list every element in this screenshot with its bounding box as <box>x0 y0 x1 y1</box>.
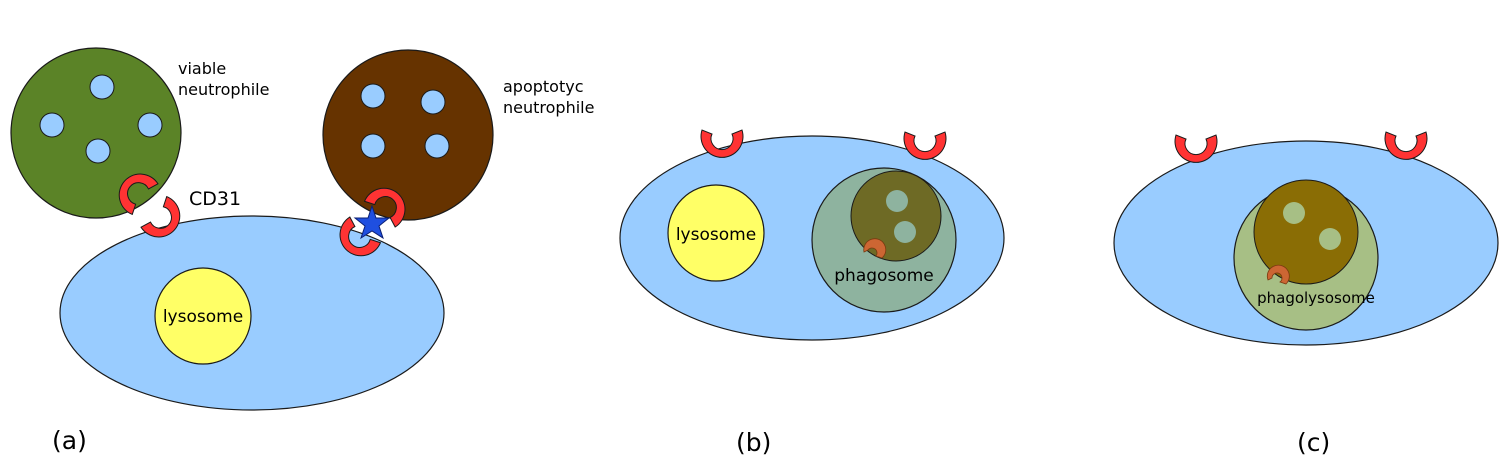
apoptotic-neutrophil-granules <box>360 83 450 159</box>
lysosome-b <box>667 184 765 282</box>
granule <box>360 133 386 159</box>
panel-c: phagolysosome (c) <box>1113 131 1499 457</box>
panel-letter-a: (a) <box>52 426 87 455</box>
granule <box>1283 202 1305 224</box>
lysosome-label-a: lysosome <box>163 307 243 327</box>
panel-a: viable neutrophile apoptotyc neutrophile… <box>10 47 594 455</box>
macrophage-cell-a <box>59 215 445 411</box>
panel-letter-b: (b) <box>736 428 771 457</box>
granule <box>894 221 916 243</box>
cd31-label: CD31 <box>189 188 241 210</box>
panel-letter-c: (c) <box>1297 428 1330 457</box>
phagolysosome-label: phagolysosome <box>1257 289 1375 307</box>
receptor-fragment <box>1266 264 1290 285</box>
apoptotic-label-line2: neutrophile <box>503 98 594 117</box>
signal-star-icon <box>353 204 391 240</box>
granule <box>89 74 115 100</box>
apoptotic-label-line1: apoptotyc <box>503 77 584 96</box>
granule <box>420 89 446 115</box>
lysosome-label-b: lysosome <box>676 225 756 245</box>
granule <box>424 133 450 159</box>
phagosome-label: phagosome <box>834 266 933 286</box>
viable-neutrophil-granules <box>39 74 163 164</box>
granule <box>886 190 908 212</box>
granule <box>39 112 65 138</box>
granule <box>137 112 163 138</box>
apoptotic-neutrophil <box>322 49 494 221</box>
panel-b: lysosome phagosome (b) <box>619 129 1005 457</box>
granule <box>1319 228 1341 250</box>
viable-label-line2: neutrophile <box>178 80 269 99</box>
granule <box>85 138 111 164</box>
lysosome-a <box>154 267 252 365</box>
engulfed-neutrophil-c <box>1253 179 1359 285</box>
granule <box>360 83 386 109</box>
viable-label-line1: viable <box>178 59 226 78</box>
receptor-fragment <box>863 238 887 259</box>
